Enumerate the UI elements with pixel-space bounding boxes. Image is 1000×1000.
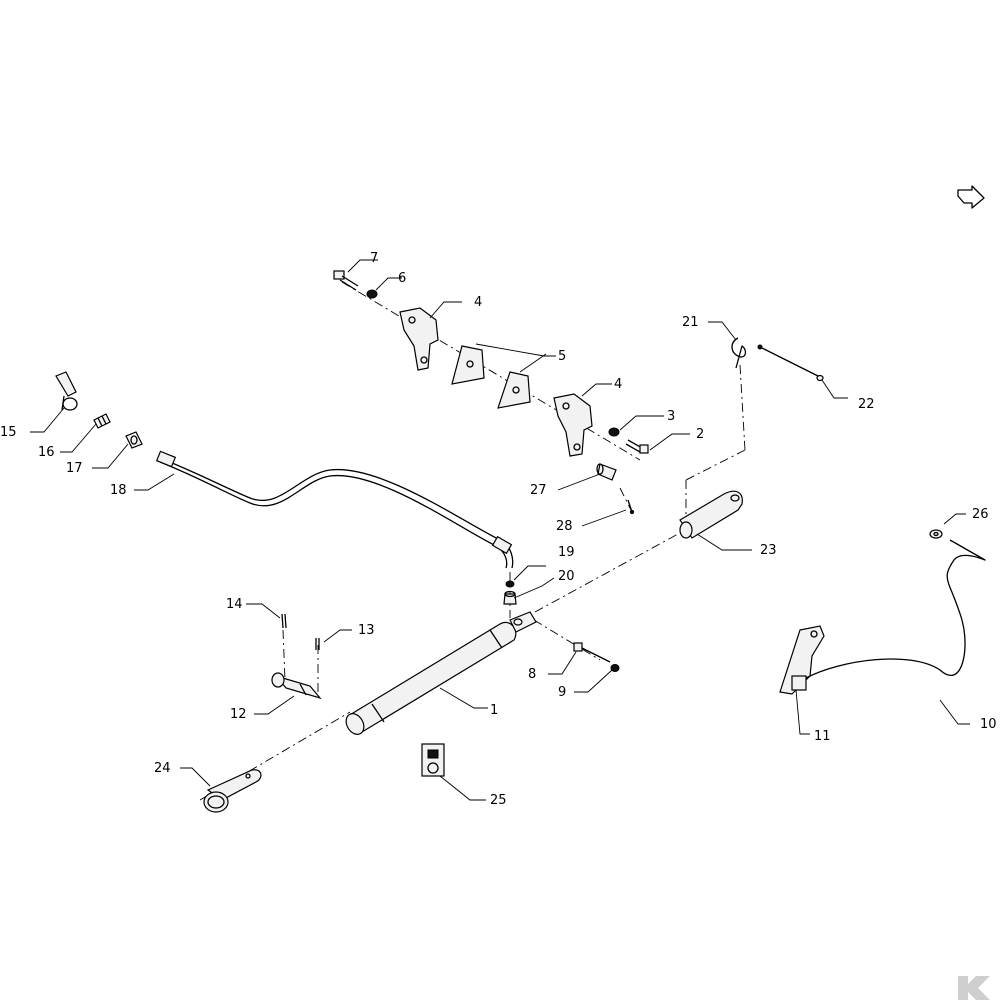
part-25-decal (421, 743, 445, 777)
part-13-pin (315, 638, 320, 650)
part-4-bracket-upper (399, 307, 439, 371)
callout-1: 1 (490, 703, 498, 718)
part-17-nut (125, 431, 143, 449)
part-4-bracket-lower (553, 393, 593, 457)
callout-4: 4 (614, 377, 622, 392)
callout-3: 3 (667, 409, 675, 424)
part-5-plate-right (497, 371, 531, 409)
part-14-pin (281, 613, 287, 629)
callout-20: 20 (558, 569, 575, 584)
part-19-washer (505, 580, 515, 588)
part-26-fitting (929, 529, 943, 539)
part-9-nut (610, 664, 620, 672)
callout-23: 23 (760, 543, 777, 558)
callout-12: 12 (230, 707, 247, 722)
part-22-rod (757, 344, 824, 382)
part-27-sleeve (596, 463, 617, 481)
callout-9: 9 (558, 685, 566, 700)
callout-16: 16 (38, 445, 55, 460)
part-3-nut (608, 427, 620, 437)
callout-7: 7 (370, 251, 378, 266)
callout-18: 18 (110, 483, 127, 498)
part-24-clamp (203, 769, 262, 813)
callout-26: 26 (972, 507, 989, 522)
part-10-cable (805, 539, 986, 679)
part-21-hairpin-clip (731, 337, 747, 369)
callout-28: 28 (556, 519, 573, 534)
callout-6: 6 (398, 271, 406, 286)
callout-17: 17 (66, 461, 83, 476)
part-1-cylinder (345, 611, 537, 735)
callout-2: 2 (696, 427, 704, 442)
brand-logo-k (958, 976, 990, 1000)
part-5-plate-left (451, 345, 485, 385)
orientation-arrow-icon (957, 185, 985, 209)
part-6-nut (366, 289, 378, 299)
callout-25: 25 (490, 793, 507, 808)
part-12-shaft (271, 672, 322, 700)
callout-5: 5 (558, 349, 566, 364)
part-28-pin (627, 499, 635, 515)
part-16-fitting (93, 413, 111, 429)
callout-19: 19 (558, 545, 575, 560)
callout-24: 24 (154, 761, 171, 776)
assembly-centerlines (199, 281, 746, 801)
callout-21: 21 (682, 315, 699, 330)
callout-leaders (30, 259, 970, 801)
callout-13: 13 (358, 623, 375, 638)
part-23-clevis (679, 490, 743, 539)
callout-11: 11 (814, 729, 831, 744)
callout-numbers: 1 2 3 4 4 5 6 7 8 9 10 11 12 13 14 15 16… (0, 251, 997, 808)
part-7-bolt (333, 270, 359, 291)
callout-4: 4 (474, 295, 482, 310)
part-15-hose-elbow (55, 371, 78, 411)
callout-15: 15 (0, 425, 17, 440)
part-11-bracket (779, 625, 825, 695)
callout-8: 8 (528, 667, 536, 682)
part-8-bolt (573, 642, 611, 663)
callout-10: 10 (980, 717, 997, 732)
part-18-tube (155, 450, 514, 569)
callout-22: 22 (858, 397, 875, 412)
callout-14: 14 (226, 597, 243, 612)
part-2-bolt (625, 439, 649, 454)
part-20-fitting (503, 590, 517, 605)
callout-27: 27 (530, 483, 547, 498)
